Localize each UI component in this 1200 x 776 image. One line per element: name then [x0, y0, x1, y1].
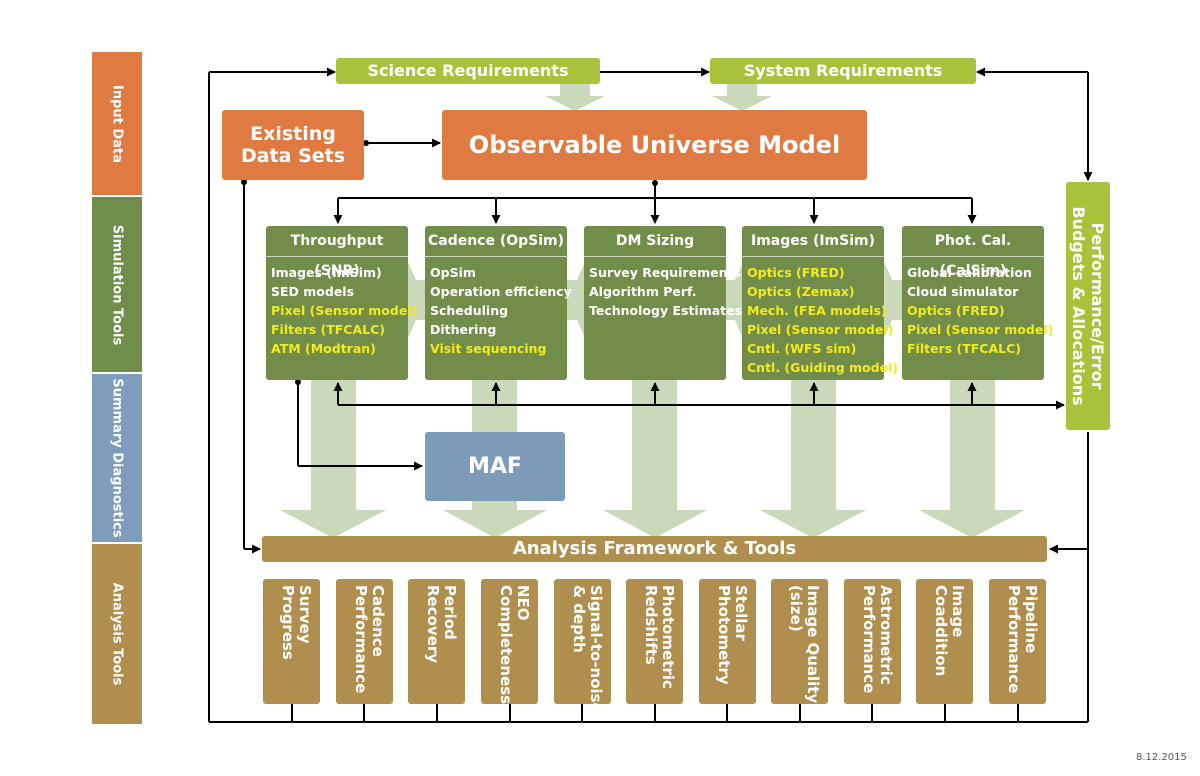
analysis-tool-label: Survey Progress [279, 585, 314, 660]
junction-dots [241, 140, 658, 385]
band-label: Summary Diagnostics [109, 378, 125, 538]
analysis-tool-label: Astrometric Performance [860, 585, 895, 694]
tool-item: Filters (TFCALC) [907, 341, 1021, 356]
performance-budgets-box: Performance/Error Budgets & Allocations [1066, 182, 1110, 430]
analysis-tool-label: Period Recovery [424, 585, 459, 664]
analysis-tool-label: Image Coaddition [932, 585, 967, 677]
analysis-tool-image-quality: Image Quality (size) [771, 579, 828, 704]
footer-date: 8.12.2015 [1136, 752, 1187, 763]
tool-title: Throughput (SNR) [266, 226, 408, 279]
band-simulation-tools: Simulation Tools [92, 197, 142, 372]
tool-item: Pixel (Sensor model) [271, 303, 418, 318]
tool-box-cadence: Cadence (OpSim) OpSim Operation efficien… [425, 226, 572, 380]
tool-item: Algorithm Perf. [589, 284, 697, 299]
analysis-tool-label: Signal-to-noise & depth [570, 585, 605, 713]
science-requirements-box: Science Requirements [336, 58, 600, 84]
performance-budgets-label: Performance/Error Budgets & Allocations [1069, 206, 1107, 406]
tool-item: Cntl. (WFS sim) [747, 341, 857, 356]
tool-item: Images (ImSim) [271, 265, 382, 280]
analysis-tool-photometric-redshifts: Photometric Redshifts [626, 579, 683, 704]
tool-box-phot-cal: Phot. Cal. (CalSim) Global calibration C… [902, 226, 1054, 380]
band-analysis-tools: Analysis Tools [92, 544, 142, 724]
tool-item: Visit sequencing [430, 341, 547, 356]
tool-item-list: Images (ImSim) SED models Pixel (Sensor … [266, 257, 418, 358]
tool-title: Phot. Cal. (CalSim) [902, 226, 1044, 279]
tool-item: Operation efficiency [430, 284, 572, 299]
tool-item: Survey Requirements [589, 265, 741, 280]
analysis-tool-neo-completeness: NEO Completeness [481, 579, 538, 704]
analysis-tool-label: Cadence Performance [352, 585, 387, 694]
tool-item: Pixel (Sensor model) [747, 322, 894, 337]
tool-item: Global calibration [907, 265, 1032, 280]
tool-item: Optics (FRED) [747, 265, 845, 280]
analysis-tool-survey-progress: Survey Progress [263, 579, 320, 704]
system-requirements-box: System Requirements [710, 58, 976, 84]
tool-item-list: Survey Requirements Algorithm Perf. Tech… [584, 257, 743, 320]
tool-title: Images (ImSim) [742, 226, 884, 257]
tool-box-images: Images (ImSim) Optics (FRED) Optics (Zem… [742, 226, 899, 380]
analysis-tool-label: Pipeline Performance [1005, 585, 1040, 694]
band-label: Simulation Tools [109, 224, 125, 345]
tool-item: Scheduling [430, 303, 509, 318]
tool-item: ATM (Modtran) [271, 341, 376, 356]
analysis-tool-label: Photometric Redshifts [642, 585, 677, 689]
tool-item: Optics (Zemax) [747, 284, 855, 299]
analysis-tool-stellar-photometry: Stellar Photometry [699, 579, 756, 704]
tool-item-list: Optics (FRED) Optics (Zemax) Mech. (FEA … [742, 257, 899, 377]
tool-item: Technology Estimates [589, 303, 743, 318]
analysis-tool-signal-to-noise: Signal-to-noise & depth [554, 579, 611, 713]
analysis-tool-label: Stellar Photometry [715, 585, 750, 685]
maf-box: MAF [425, 432, 565, 501]
analysis-framework-bar: Analysis Framework & Tools [262, 536, 1047, 562]
tool-item: Dithering [430, 322, 497, 337]
tool-item-list: OpSim Operation efficiency Scheduling Di… [425, 257, 572, 358]
tool-item: SED models [271, 284, 355, 299]
tool-item: Cloud simulator [907, 284, 1019, 299]
connector-lines [208, 67, 1093, 723]
tool-item: Filters (TFCALC) [271, 322, 385, 337]
tool-item: Optics (FRED) [907, 303, 1005, 318]
tool-title: Cadence (OpSim) [425, 226, 567, 257]
tool-box-throughput: Throughput (SNR) Images (ImSim) SED mode… [266, 226, 418, 380]
tool-item: Cntl. (Guiding model) [747, 360, 899, 375]
analysis-tool-image-coaddition: Image Coaddition [916, 579, 973, 704]
analysis-tool-label: NEO Completeness [497, 585, 532, 705]
tool-box-dm-sizing: DM Sizing Survey Requirements Algorithm … [584, 226, 743, 380]
band-label: Analysis Tools [109, 582, 125, 686]
analysis-tool-period-recovery: Period Recovery [408, 579, 465, 704]
band-label: Input Data [109, 84, 125, 163]
existing-data-sets-box: Existing Data Sets [222, 110, 364, 180]
analysis-tool-pipeline-performance: Pipeline Performance [989, 579, 1046, 704]
observable-universe-model-box: Observable Universe Model [442, 110, 867, 180]
tool-item-list: Global calibration Cloud simulator Optic… [902, 257, 1054, 358]
analysis-tool-astrometric-performance: Astrometric Performance [844, 579, 901, 704]
tool-title: DM Sizing [584, 226, 726, 257]
analysis-tool-label: Image Quality (size) [787, 585, 822, 704]
tool-item: OpSim [430, 265, 476, 280]
band-summary-diagnostics: Summary Diagnostics [92, 374, 142, 542]
band-input-data: Input Data [92, 52, 142, 195]
tool-item: Pixel (Sensor model) [907, 322, 1054, 337]
analysis-tool-cadence-performance: Cadence Performance [336, 579, 393, 704]
tool-item: Mech. (FEA models) [747, 303, 887, 318]
